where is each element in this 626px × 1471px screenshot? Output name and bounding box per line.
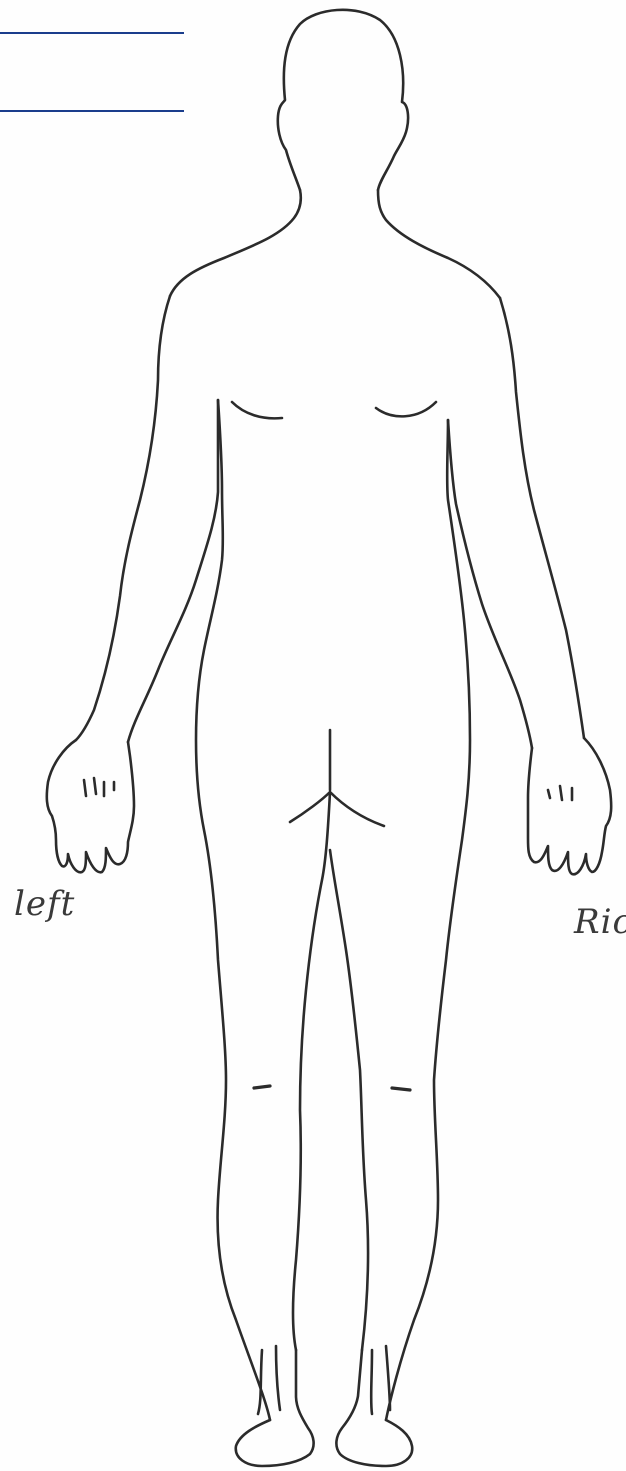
- left-foot: [236, 1350, 314, 1466]
- neck-right: [378, 190, 500, 298]
- right-hand-fingers: [548, 786, 572, 800]
- knee-right: [392, 1088, 410, 1090]
- right-ankle: [371, 1346, 390, 1414]
- right-foot: [336, 1350, 412, 1466]
- leg-left-inner: [293, 792, 330, 1350]
- head-outline: [278, 10, 408, 190]
- left-hand: [47, 740, 134, 872]
- left-hand-fingers: [84, 778, 114, 796]
- torso-right: [386, 420, 470, 1420]
- chest-left: [232, 402, 282, 418]
- right-arm-outer: [500, 298, 584, 738]
- left-side-label: left: [14, 884, 75, 924]
- chest-right: [376, 402, 436, 416]
- left-arm-inner: [128, 400, 218, 742]
- torso-left: [196, 400, 270, 1420]
- buttocks-crease: [290, 792, 384, 826]
- neck-left: [170, 190, 301, 296]
- right-hand: [528, 738, 611, 874]
- knee-left: [254, 1086, 270, 1088]
- left-ankle: [258, 1346, 280, 1414]
- leg-right-inner: [330, 850, 368, 1350]
- right-side-label: Ric: [574, 902, 626, 942]
